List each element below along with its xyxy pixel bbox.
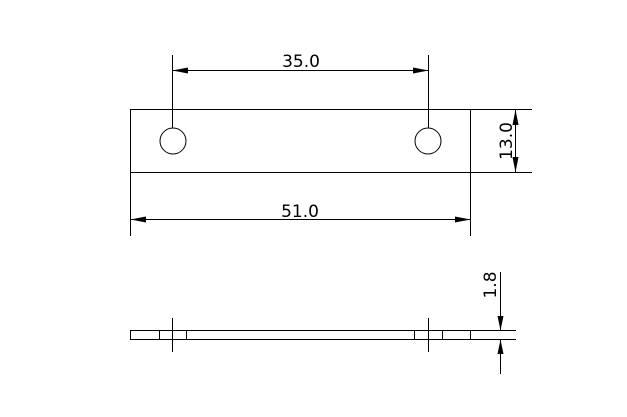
arrowhead-bottom: [512, 157, 519, 173]
arrowhead-left: [130, 216, 146, 223]
plate-outline-top: [130, 109, 471, 173]
dimension-label-hole-spacing: 35.0: [282, 52, 320, 72]
plate-outline-side: [130, 330, 471, 340]
arrowhead-top: [512, 109, 519, 125]
hole-left: [159, 127, 187, 155]
arrowhead-right: [455, 216, 471, 223]
side-view: [130, 318, 471, 352]
dimension-thickness: 1.8: [470, 271, 516, 374]
arrowhead-right: [413, 67, 429, 74]
arrowhead-down: [497, 316, 504, 331]
arrowhead-up: [497, 339, 504, 354]
dimension-label-width: 13.0: [497, 122, 517, 160]
dimension-hole-spacing: 35.0: [172, 52, 429, 128]
hole-right: [414, 127, 442, 155]
dimension-width: 13.0: [470, 109, 532, 173]
top-view: [130, 109, 471, 173]
dimension-label-thickness: 1.8: [481, 271, 501, 298]
dimension-label-overall-length: 51.0: [281, 202, 319, 222]
dimension-overall-length: 51.0: [130, 172, 471, 236]
arrowhead-left: [172, 67, 188, 74]
